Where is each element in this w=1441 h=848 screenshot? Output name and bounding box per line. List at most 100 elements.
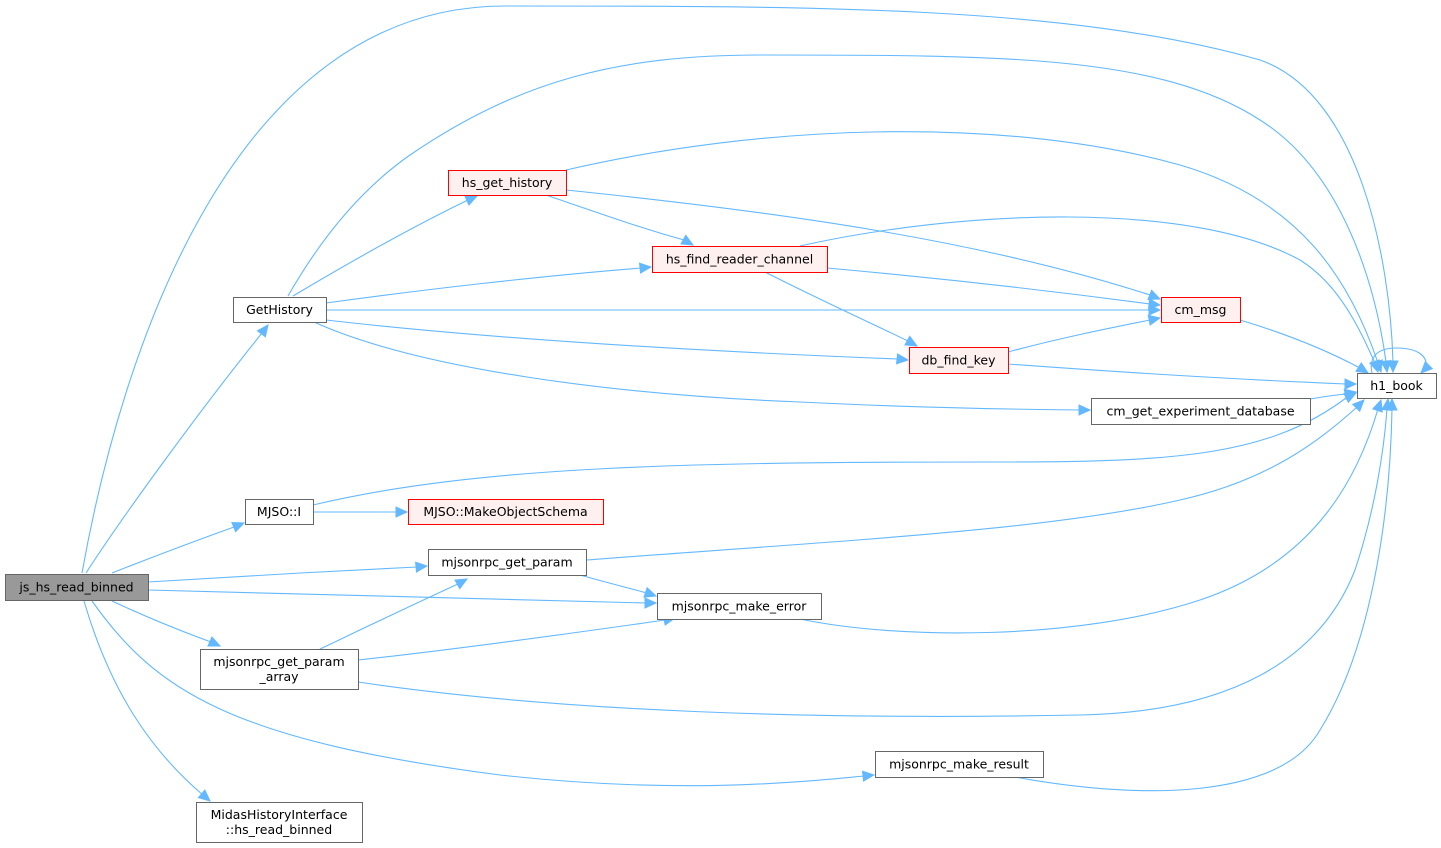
edge-cm_msg-to-h1_book	[1239, 319, 1370, 374]
edge-line	[111, 600, 212, 643]
edge-line	[325, 319, 899, 360]
edge-arrowhead	[1387, 360, 1399, 374]
edge-layer	[81, 5, 1434, 802]
node-label: MJSO::MakeObjectSchema	[423, 504, 587, 519]
node-cm-get-experiment-database[interactable]: cm_get_experiment_database	[1091, 398, 1311, 425]
edge-arrowhead	[638, 262, 653, 274]
edge-line	[81, 5, 1394, 574]
edge-line	[85, 332, 263, 574]
edge-hs_find_reader_channel-to-cm_msg	[826, 267, 1162, 310]
node-midashistoryinterface-hs-read-binned[interactable]: MidasHistoryInterface::hs_read_binned	[196, 802, 363, 843]
node-hs-find-reader-channel[interactable]: hs_find_reader_channel	[652, 246, 828, 273]
edge-arrowhead	[1147, 289, 1162, 301]
edge-js_hs_read_binned-to-GetHistory	[85, 324, 269, 574]
edge-hs_get_history-to-cm_msg	[565, 189, 1162, 301]
edge-line	[1007, 363, 1347, 385]
node-box[interactable]	[875, 751, 1044, 778]
node-box[interactable]	[233, 297, 327, 323]
node-label: _array	[258, 669, 299, 684]
node-h1-book[interactable]: h1_book	[1357, 373, 1437, 399]
edge-line	[1014, 408, 1393, 792]
edge-mjsonrpc_get_param_array-to-mjsonrpc_get_param	[319, 578, 469, 650]
edge-hs_find_reader_channel-to-h1_book	[799, 216, 1380, 374]
edge-js_hs_read_binned-to-mjsonrpc_make_result	[91, 600, 876, 787]
node-label: mjsonrpc_get_param	[213, 654, 344, 669]
edge-line	[799, 408, 1379, 634]
edge-line	[1239, 319, 1361, 369]
node-box[interactable]	[245, 499, 314, 525]
node-box[interactable]	[196, 802, 363, 843]
node-label: MidasHistoryInterface	[211, 807, 348, 822]
node-label: ::hs_read_binned	[226, 822, 332, 837]
edge-line	[287, 54, 1387, 363]
edge-mjsonrpc_make_result-to-h1_book	[1014, 397, 1398, 792]
edge-arrowhead	[1355, 362, 1370, 374]
edge-js_hs_read_binned-to-MidasHistoryInterface_hs_read_binned	[83, 600, 211, 802]
edge-arrowhead	[454, 578, 469, 590]
node-gethistory[interactable]: GetHistory	[233, 297, 327, 323]
node-box[interactable]	[1357, 373, 1437, 399]
node-box[interactable]	[5, 574, 149, 601]
edge-line	[91, 600, 865, 787]
node-label: cm_msg	[1175, 302, 1227, 317]
edge-mjsonrpc_get_param-to-mjsonrpc_make_error	[579, 574, 658, 598]
node-js-hs-read-binned[interactable]: js_hs_read_binned	[5, 574, 149, 601]
node-hs-get-history[interactable]: hs_get_history	[448, 170, 567, 196]
edge-line	[1370, 347, 1427, 374]
node-box[interactable]	[909, 347, 1009, 374]
edge-mjsonrpc_make_error-to-h1_book	[799, 398, 1383, 634]
node-box[interactable]	[408, 499, 604, 525]
node-box[interactable]	[652, 246, 828, 273]
edge-js_hs_read_binned-to-mjsonrpc_get_param_array	[111, 600, 222, 647]
node-mjsonrpc-get-param-array[interactable]: mjsonrpc_get_param_array	[200, 649, 359, 690]
edge-line	[325, 267, 642, 304]
node-mjso-makeobjectschema[interactable]: MJSO::MakeObjectSchema	[408, 499, 604, 525]
node-db-find-key[interactable]: db_find_key	[909, 347, 1009, 374]
edge-arrowhead	[1078, 404, 1092, 416]
edge-hs_find_reader_channel-to-db_find_key	[764, 271, 919, 347]
edge-arrowhead	[680, 234, 695, 246]
node-label: mjsonrpc_get_param	[441, 555, 572, 570]
edge-line	[585, 407, 1357, 561]
node-label: hs_get_history	[462, 175, 553, 190]
node-box[interactable]	[1091, 398, 1311, 425]
node-label: mjsonrpc_make_result	[889, 757, 1029, 772]
node-mjsonrpc-make-result[interactable]: mjsonrpc_make_result	[875, 751, 1044, 778]
edge-MJSO_I-to-h1_book	[312, 392, 1358, 506]
edge-arrowhead	[643, 586, 658, 598]
edge-arrowhead	[644, 597, 658, 609]
node-box[interactable]	[200, 649, 359, 690]
node-label: hs_find_reader_channel	[666, 252, 813, 267]
edge-GetHistory-to-h1_book	[287, 54, 1392, 374]
edge-arrowhead	[464, 195, 479, 206]
edge-arrowhead	[861, 770, 876, 782]
edge-arrowhead	[197, 789, 211, 802]
edge-js_hs_read_binned-to-MJSO_I	[111, 521, 246, 574]
node-box[interactable]	[657, 593, 822, 620]
node-mjsonrpc-make-error[interactable]: mjsonrpc_make_error	[657, 593, 822, 620]
edge-line	[799, 216, 1376, 364]
edge-arrowhead	[1344, 378, 1358, 390]
node-label: MJSO::I	[257, 504, 301, 519]
node-cm-msg[interactable]: cm_msg	[1161, 297, 1241, 323]
edge-h1_book-to-h1_book	[1370, 347, 1434, 374]
edge-GetHistory-to-db_find_key	[325, 319, 910, 365]
edge-arrowhead	[904, 335, 919, 347]
node-box[interactable]	[448, 170, 567, 196]
edge-arrowhead	[207, 636, 222, 647]
node-box[interactable]	[1161, 297, 1241, 323]
edge-line	[565, 131, 1379, 364]
node-mjso-i[interactable]: MJSO::I	[245, 499, 314, 525]
edge-arrowhead	[414, 561, 429, 573]
edge-mjsonrpc_get_param_array-to-mjsonrpc_make_error	[357, 614, 677, 661]
edge-js_hs_read_binned-to-mjsonrpc_get_param	[147, 561, 429, 583]
edge-line	[147, 566, 418, 583]
edge-js_hs_read_binned-to-mjsonrpc_make_error	[147, 589, 658, 609]
edge-line	[565, 189, 1151, 296]
edge-arrowhead	[1351, 399, 1365, 413]
edge-arrowhead	[256, 324, 269, 338]
node-mjsonrpc-get-param[interactable]: mjsonrpc_get_param	[428, 549, 587, 576]
edge-GetHistory-to-cm_msg	[326, 304, 1162, 316]
node-box[interactable]	[428, 549, 587, 576]
